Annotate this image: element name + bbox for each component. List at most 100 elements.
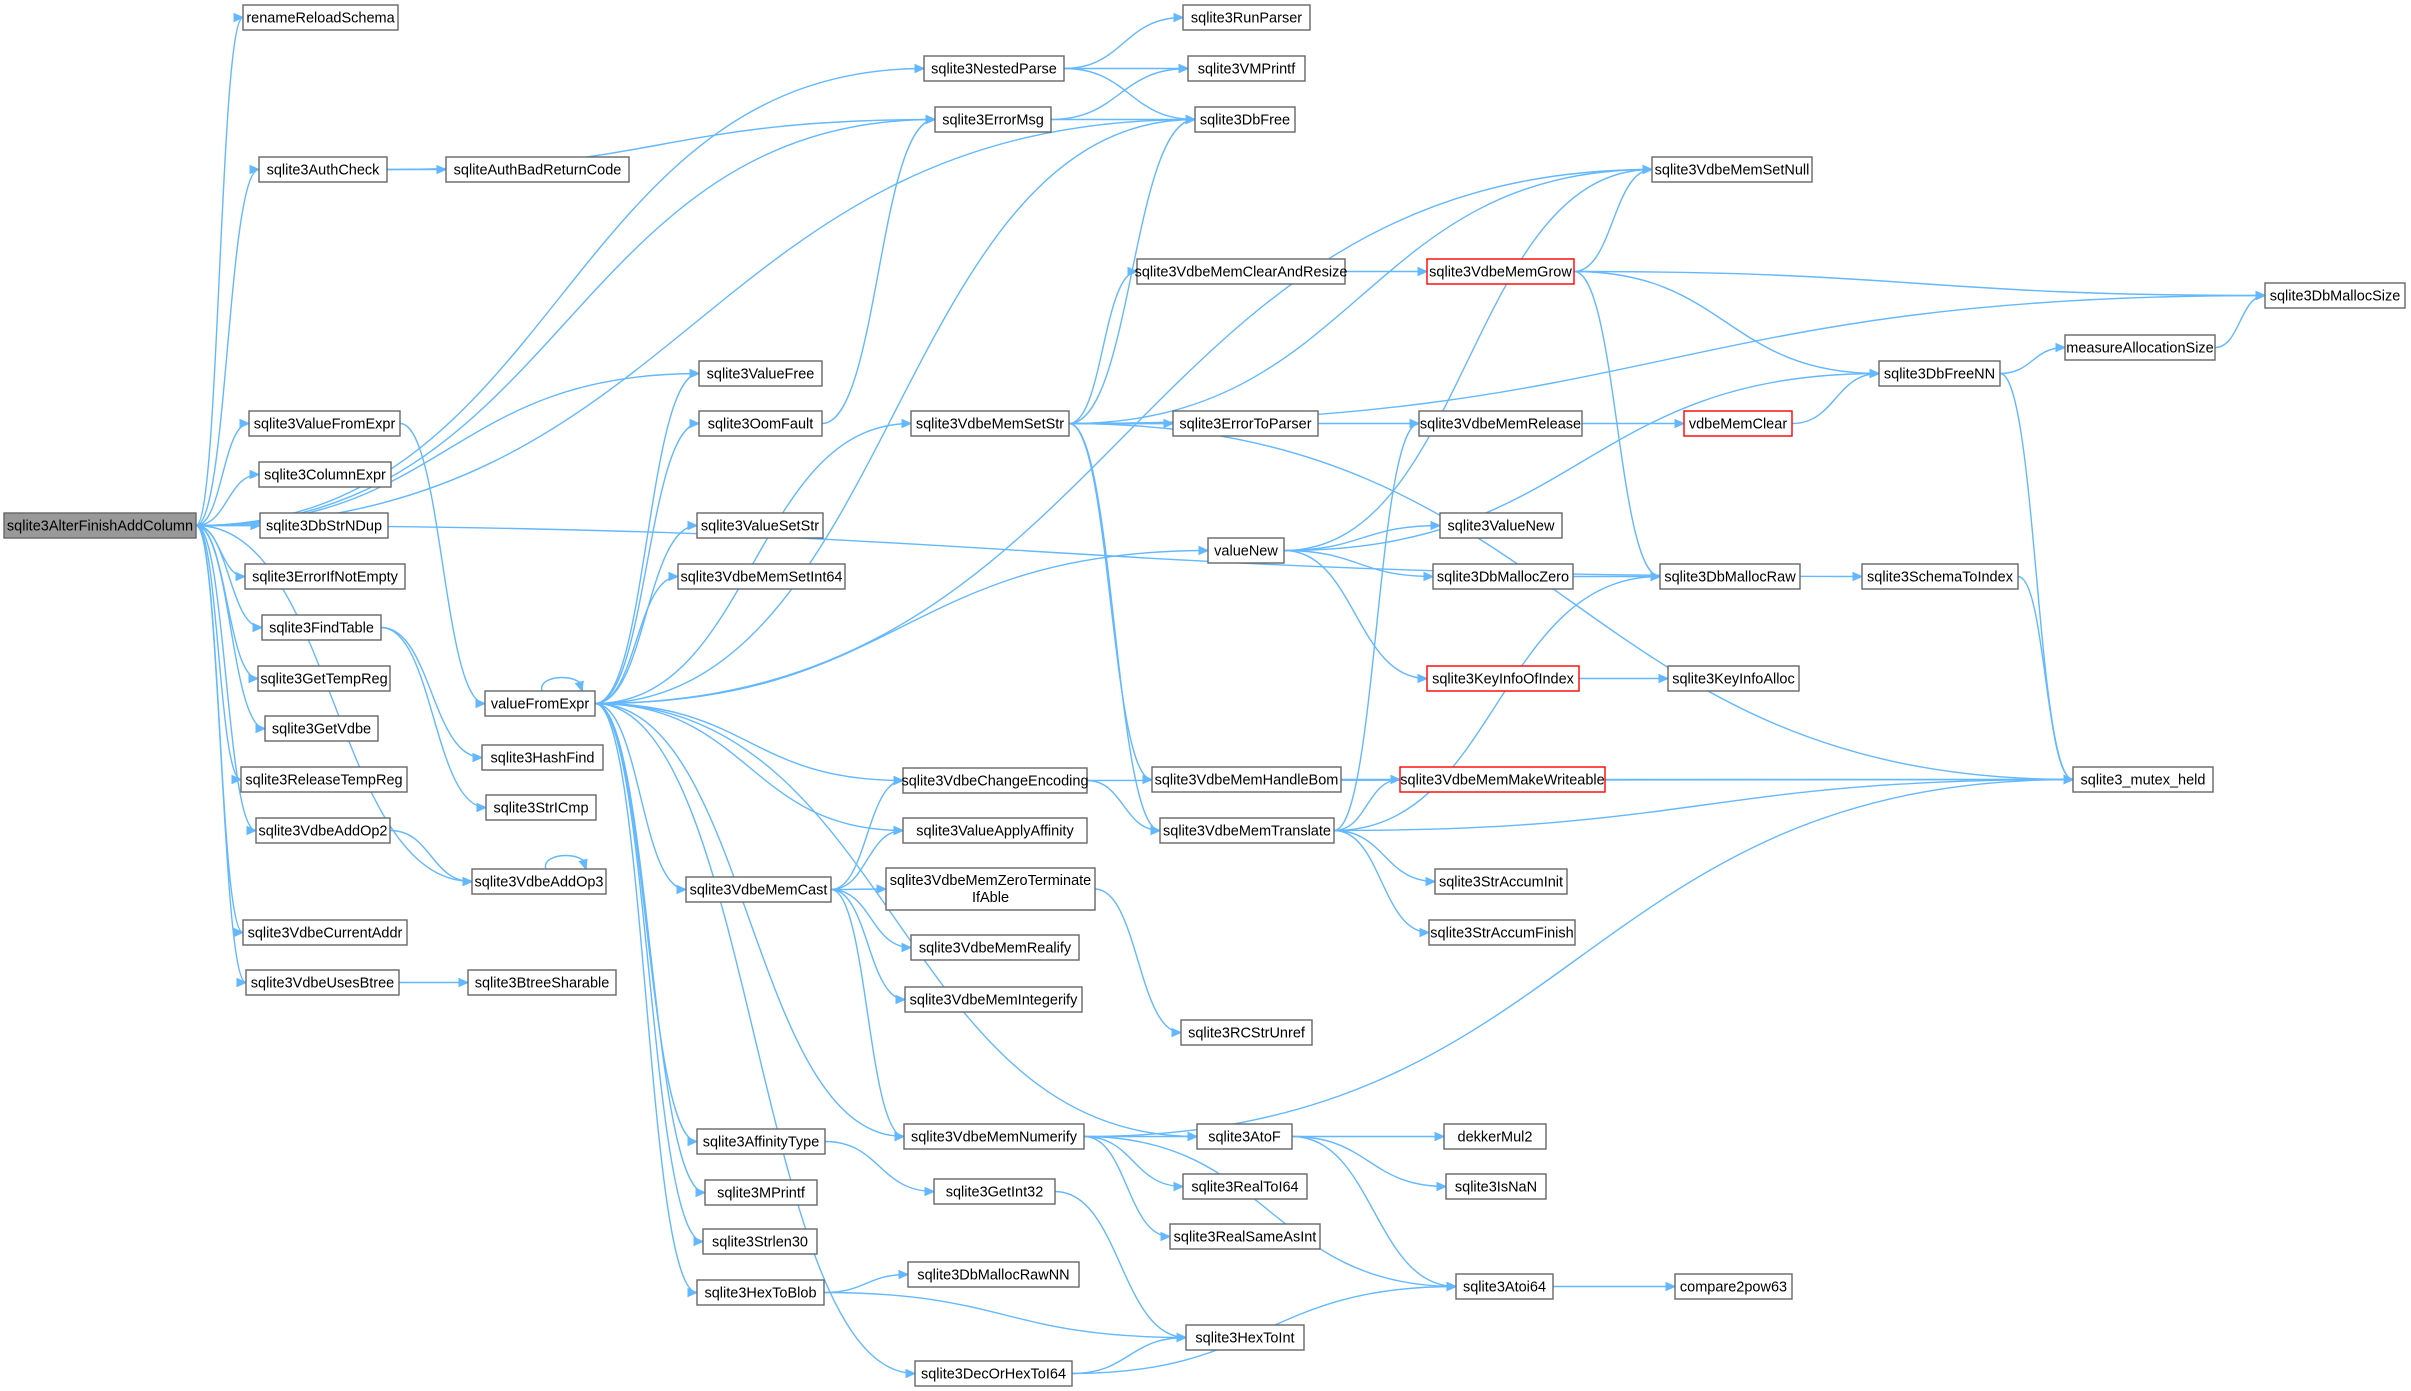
node-box <box>242 919 408 946</box>
function-node-sqlite3StrAccumInit[interactable]: sqlite3StrAccumInit <box>1434 868 1568 895</box>
function-node-sqliteAuthBadReturnCode[interactable]: sqliteAuthBadReturnCode <box>445 156 630 183</box>
function-node-sqlite3VdbeAddOp2[interactable]: sqlite3VdbeAddOp2 <box>255 817 391 844</box>
function-node-sqlite3Atoi64[interactable]: sqlite3Atoi64 <box>1455 1273 1554 1300</box>
node-box <box>1674 1273 1793 1300</box>
function-node-sqlite3HashFind[interactable]: sqlite3HashFind <box>481 744 604 771</box>
function-node-measureAllocationSize[interactable]: measureAllocationSize <box>2064 334 2216 361</box>
function-node-sqlite3BtreeSharable[interactable]: sqlite3BtreeSharable <box>467 969 617 996</box>
function-node-sqlite3MPrintf[interactable]: sqlite3MPrintf <box>704 1179 818 1206</box>
node-label: measureAllocationSize <box>2066 341 2214 357</box>
function-node-sqlite3VdbeMemCast[interactable]: sqlite3VdbeMemCast <box>685 876 832 903</box>
function-node-sqlite3HexToBlob[interactable]: sqlite3HexToBlob <box>696 1279 825 1306</box>
node-box <box>1180 1019 1313 1046</box>
function-node-sqlite3VdbeMemTranslate[interactable]: sqlite3VdbeMemTranslate <box>1159 817 1335 844</box>
function-node-sqlite3RunParser[interactable]: sqlite3RunParser <box>1182 4 1311 31</box>
function-node-sqlite3VdbeMemIntegerify[interactable]: sqlite3VdbeMemIntegerify <box>904 986 1083 1013</box>
call-edge <box>1283 168 1653 552</box>
function-node-sqlite3ValueFromExpr[interactable]: sqlite3ValueFromExpr <box>248 410 401 437</box>
function-node-sqlite3VMPrintf[interactable]: sqlite3VMPrintf <box>1187 55 1306 82</box>
function-node-sqlite3RealToI64[interactable]: sqlite3RealToI64 <box>1182 1173 1308 1200</box>
function-node-sqlite3VdbeMemNumerify[interactable]: sqlite3VdbeMemNumerify <box>903 1123 1085 1150</box>
function-node-sqlite3VdbeMemGrow[interactable]: sqlite3VdbeMemGrow <box>1426 258 1575 285</box>
function-node-vdbeMemClear[interactable]: vdbeMemClear <box>1683 410 1793 437</box>
node-box <box>1182 4 1311 31</box>
function-node-sqlite3VdbeCurrentAddr[interactable]: sqlite3VdbeCurrentAddr <box>242 919 408 946</box>
function-node-sqlite3GetInt32[interactable]: sqlite3GetInt32 <box>933 1178 1056 1205</box>
function-node-sqlite3ValueFree[interactable]: sqlite3ValueFree <box>698 360 823 387</box>
call-edge <box>1068 422 2074 781</box>
edge-arrowhead <box>2255 290 2267 301</box>
function-node-sqlite3VdbeMemHandleBom[interactable]: sqlite3VdbeMemHandleBom <box>1151 766 1342 793</box>
function-node-sqlite3HexToInt[interactable]: sqlite3HexToInt <box>1185 1324 1305 1351</box>
function-node-dekkerMul2[interactable]: dekkerMul2 <box>1443 1123 1547 1150</box>
call-edge <box>399 422 486 705</box>
function-node-sqlite3VdbeUsesBtree[interactable]: sqlite3VdbeUsesBtree <box>245 969 400 996</box>
function-node-sqlite3_mutex_held[interactable]: sqlite3_mutex_held <box>2072 766 2214 793</box>
function-node-valueNew[interactable]: valueNew <box>1207 537 1285 564</box>
function-node-sqlite3VdbeAddOp3[interactable]: sqlite3VdbeAddOp3 <box>471 868 607 895</box>
function-node-sqlite3ValueApplyAffinity[interactable]: sqlite3ValueApplyAffinity <box>902 817 1088 844</box>
function-node-compare2pow63[interactable]: compare2pow63 <box>1674 1273 1793 1300</box>
function-node-sqlite3SchemaToIndex[interactable]: sqlite3SchemaToIndex <box>1861 563 2019 590</box>
function-node-sqlite3GetVdbe[interactable]: sqlite3GetVdbe <box>264 715 379 742</box>
function-node-sqlite3VdbeMemRelease[interactable]: sqlite3VdbeMemRelease <box>1418 410 1583 437</box>
node-box <box>903 1123 1085 1150</box>
edge-arrowhead <box>462 876 474 887</box>
edge-arrowhead <box>233 12 245 23</box>
function-node-sqlite3ValueNew[interactable]: sqlite3ValueNew <box>1439 512 1563 539</box>
node-label: sqlite3KeyInfoOfIndex <box>1432 672 1575 688</box>
node-label: sqlite3VdbeMemTranslate <box>1163 824 1331 840</box>
node-box <box>242 4 399 31</box>
function-node-sqlite3StrICmp[interactable]: sqlite3StrICmp <box>485 794 597 821</box>
function-node-sqlite3ColumnExpr[interactable]: sqlite3ColumnExpr <box>258 461 392 488</box>
function-node-sqlite3NestedParse[interactable]: sqlite3NestedParse <box>923 55 1065 82</box>
function-node-sqlite3DbMallocRawNN[interactable]: sqlite3DbMallocRawNN <box>907 1261 1080 1288</box>
function-node-sqlite3VdbeMemClearAndResize[interactable]: sqlite3VdbeMemClearAndResize <box>1135 258 1348 285</box>
function-node-sqlite3KeyInfoOfIndex[interactable]: sqlite3KeyInfoOfIndex <box>1426 665 1580 692</box>
function-node-sqlite3VdbeMemSetInt64[interactable]: sqlite3VdbeMemSetInt64 <box>677 563 846 590</box>
node-box <box>264 715 379 742</box>
function-node-sqlite3VdbeMemMakeWriteable[interactable]: sqlite3VdbeMemMakeWriteable <box>1399 766 1606 793</box>
function-node-sqlite3ErrorMsg[interactable]: sqlite3ErrorMsg <box>934 106 1052 133</box>
call-edge <box>594 372 700 705</box>
function-node-sqlite3DbMallocZero[interactable]: sqlite3DbMallocZero <box>1432 563 1574 590</box>
function-node-sqlite3DbFreeNN[interactable]: sqlite3DbFreeNN <box>1878 360 2001 387</box>
function-node-sqlite3DecOrHexToI64[interactable]: sqlite3DecOrHexToI64 <box>914 1360 1073 1387</box>
function-node-sqlite3FindTable[interactable]: sqlite3FindTable <box>261 614 382 641</box>
function-node-sqlite3ValueSetStr[interactable]: sqlite3ValueSetStr <box>696 512 824 539</box>
function-node-sqlite3StrAccumFinish[interactable]: sqlite3StrAccumFinish <box>1428 919 1576 946</box>
function-node-sqlite3ErrorIfNotEmpty[interactable]: sqlite3ErrorIfNotEmpty <box>244 563 406 590</box>
function-node-sqlite3AffinityType[interactable]: sqlite3AffinityType <box>696 1128 826 1155</box>
node-box <box>1878 360 2001 387</box>
node-label: sqlite3ErrorMsg <box>942 113 1044 129</box>
function-node-sqlite3AuthCheck[interactable]: sqlite3AuthCheck <box>258 156 388 183</box>
function-node-sqlite3VdbeMemSetStr[interactable]: sqlite3VdbeMemSetStr <box>910 410 1070 437</box>
function-node-renameReloadSchema[interactable]: renameReloadSchema <box>242 4 399 31</box>
function-node-sqlite3ReleaseTempReg[interactable]: sqlite3ReleaseTempReg <box>240 766 408 793</box>
node-label: sqlite3StrAccumFinish <box>1430 926 1573 942</box>
function-node-sqlite3OomFault[interactable]: sqlite3OomFault <box>698 410 823 437</box>
function-node-sqlite3IsNaN[interactable]: sqlite3IsNaN <box>1445 1173 1547 1200</box>
function-node-sqlite3DbStrNDup[interactable]: sqlite3DbStrNDup <box>259 512 389 539</box>
function-node-sqlite3DbFree[interactable]: sqlite3DbFree <box>1194 106 1296 133</box>
function-node-sqlite3RealSameAsInt[interactable]: sqlite3RealSameAsInt <box>1169 1223 1321 1250</box>
function-node-sqlite3AtoF[interactable]: sqlite3AtoF <box>1196 1123 1293 1150</box>
function-node-sqlite3ErrorToParser[interactable]: sqlite3ErrorToParser <box>1172 410 1319 437</box>
function-node-sqlite3DbMallocSize[interactable]: sqlite3DbMallocSize <box>2264 282 2406 309</box>
edge-arrowhead <box>1176 1332 1188 1343</box>
function-node-sqlite3KeyInfoAlloc[interactable]: sqlite3KeyInfoAlloc <box>1667 665 1800 692</box>
function-node-sqlite3VdbeMemRealify[interactable]: sqlite3VdbeMemRealify <box>910 934 1080 961</box>
function-node-sqlite3RCStrUnref[interactable]: sqlite3RCStrUnref <box>1180 1019 1313 1046</box>
call-edge <box>1333 778 2074 832</box>
function-node-sqlite3DbMallocRaw[interactable]: sqlite3DbMallocRaw <box>1659 563 1801 590</box>
function-node-sqlite3Strlen30[interactable]: sqlite3Strlen30 <box>702 1228 818 1255</box>
function-node-sqlite3AlterFinishAddColumn[interactable]: sqlite3AlterFinishAddColumn <box>3 512 197 539</box>
function-node-valueFromExpr[interactable]: valueFromExpr <box>484 690 596 717</box>
edge-arrowhead <box>472 752 484 763</box>
function-node-sqlite3GetTempReg[interactable]: sqlite3GetTempReg <box>257 665 391 692</box>
edge-arrowhead <box>574 680 584 693</box>
node-box <box>1151 766 1342 793</box>
function-node-sqlite3VdbeMemSetNull[interactable]: sqlite3VdbeMemSetNull <box>1651 156 1813 183</box>
function-node-sqlite3VdbeChangeEncoding[interactable]: sqlite3VdbeChangeEncoding <box>901 767 1089 794</box>
